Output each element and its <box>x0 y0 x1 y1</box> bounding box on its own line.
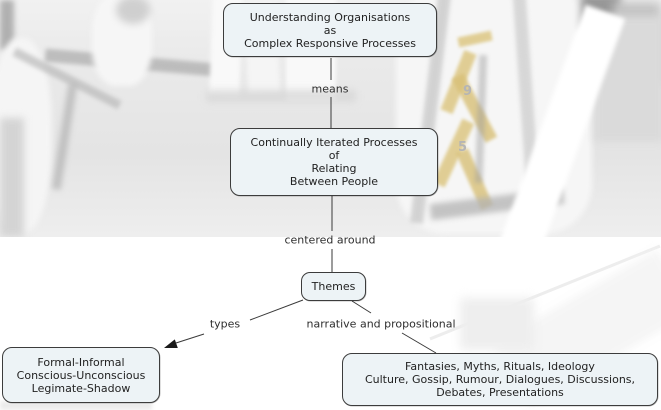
link-line-types <box>175 299 304 344</box>
photo-shape-mid-dark <box>116 0 150 24</box>
node-text-line: Continually Iterated Processes <box>250 136 418 149</box>
link-label-narrative-and-propositional[interactable]: narrative and propositional <box>306 317 456 331</box>
node-text-line: as <box>323 23 337 37</box>
photo-shape-dark-strip <box>0 0 14 50</box>
photo-shape-left-leg <box>0 118 24 237</box>
shirt-digit: 9 <box>463 84 473 99</box>
node-continually-iterated-processes[interactable]: Continually Iterated Processes of Relati… <box>230 128 438 196</box>
node-text-line: of <box>328 149 340 162</box>
photo-faint-patch <box>460 298 534 350</box>
node-fantasies-myths-rituals[interactable]: Fantasies, Myths, Rituals, Ideology Cult… <box>342 353 658 406</box>
node-text-line: Conscious-Unconscious <box>16 368 146 382</box>
node-text-line: Debates, Presentations <box>436 386 564 399</box>
node-formal-informal[interactable]: Formal-Informal Conscious-Unconscious Le… <box>2 347 160 403</box>
arrowhead-icon <box>164 339 178 348</box>
photo-shape-floor-shadow <box>206 90 356 102</box>
node-text-line: Between People <box>289 175 379 188</box>
node-text-line: Fantasies, Myths, Rituals, Ideology <box>405 360 595 373</box>
node-text-line: Themes <box>311 280 356 293</box>
node-text-line: Relating <box>311 162 357 175</box>
node-text-line: Formal-Informal <box>37 355 125 369</box>
link-label-centered-around[interactable]: centered around <box>284 233 376 247</box>
node-understanding-organisations[interactable]: Understanding Organisations as Complex R… <box>223 3 437 57</box>
link-label-types[interactable]: types <box>209 317 241 331</box>
node-text-line: Complex Responsive Processes <box>244 36 416 50</box>
shirt-digit: 5 <box>458 140 468 155</box>
link-line-narrative <box>351 300 437 354</box>
link-label-means[interactable]: means <box>311 82 349 96</box>
node-text-line: Understanding Organisations <box>249 10 411 24</box>
node-text-line: Legimate-Shadow <box>31 381 131 395</box>
node-themes[interactable]: Themes <box>301 272 366 301</box>
photo-faint-strip <box>0 401 152 410</box>
node-text-line: Culture, Gossip, Rumour, Dialogues, Disc… <box>364 373 636 386</box>
